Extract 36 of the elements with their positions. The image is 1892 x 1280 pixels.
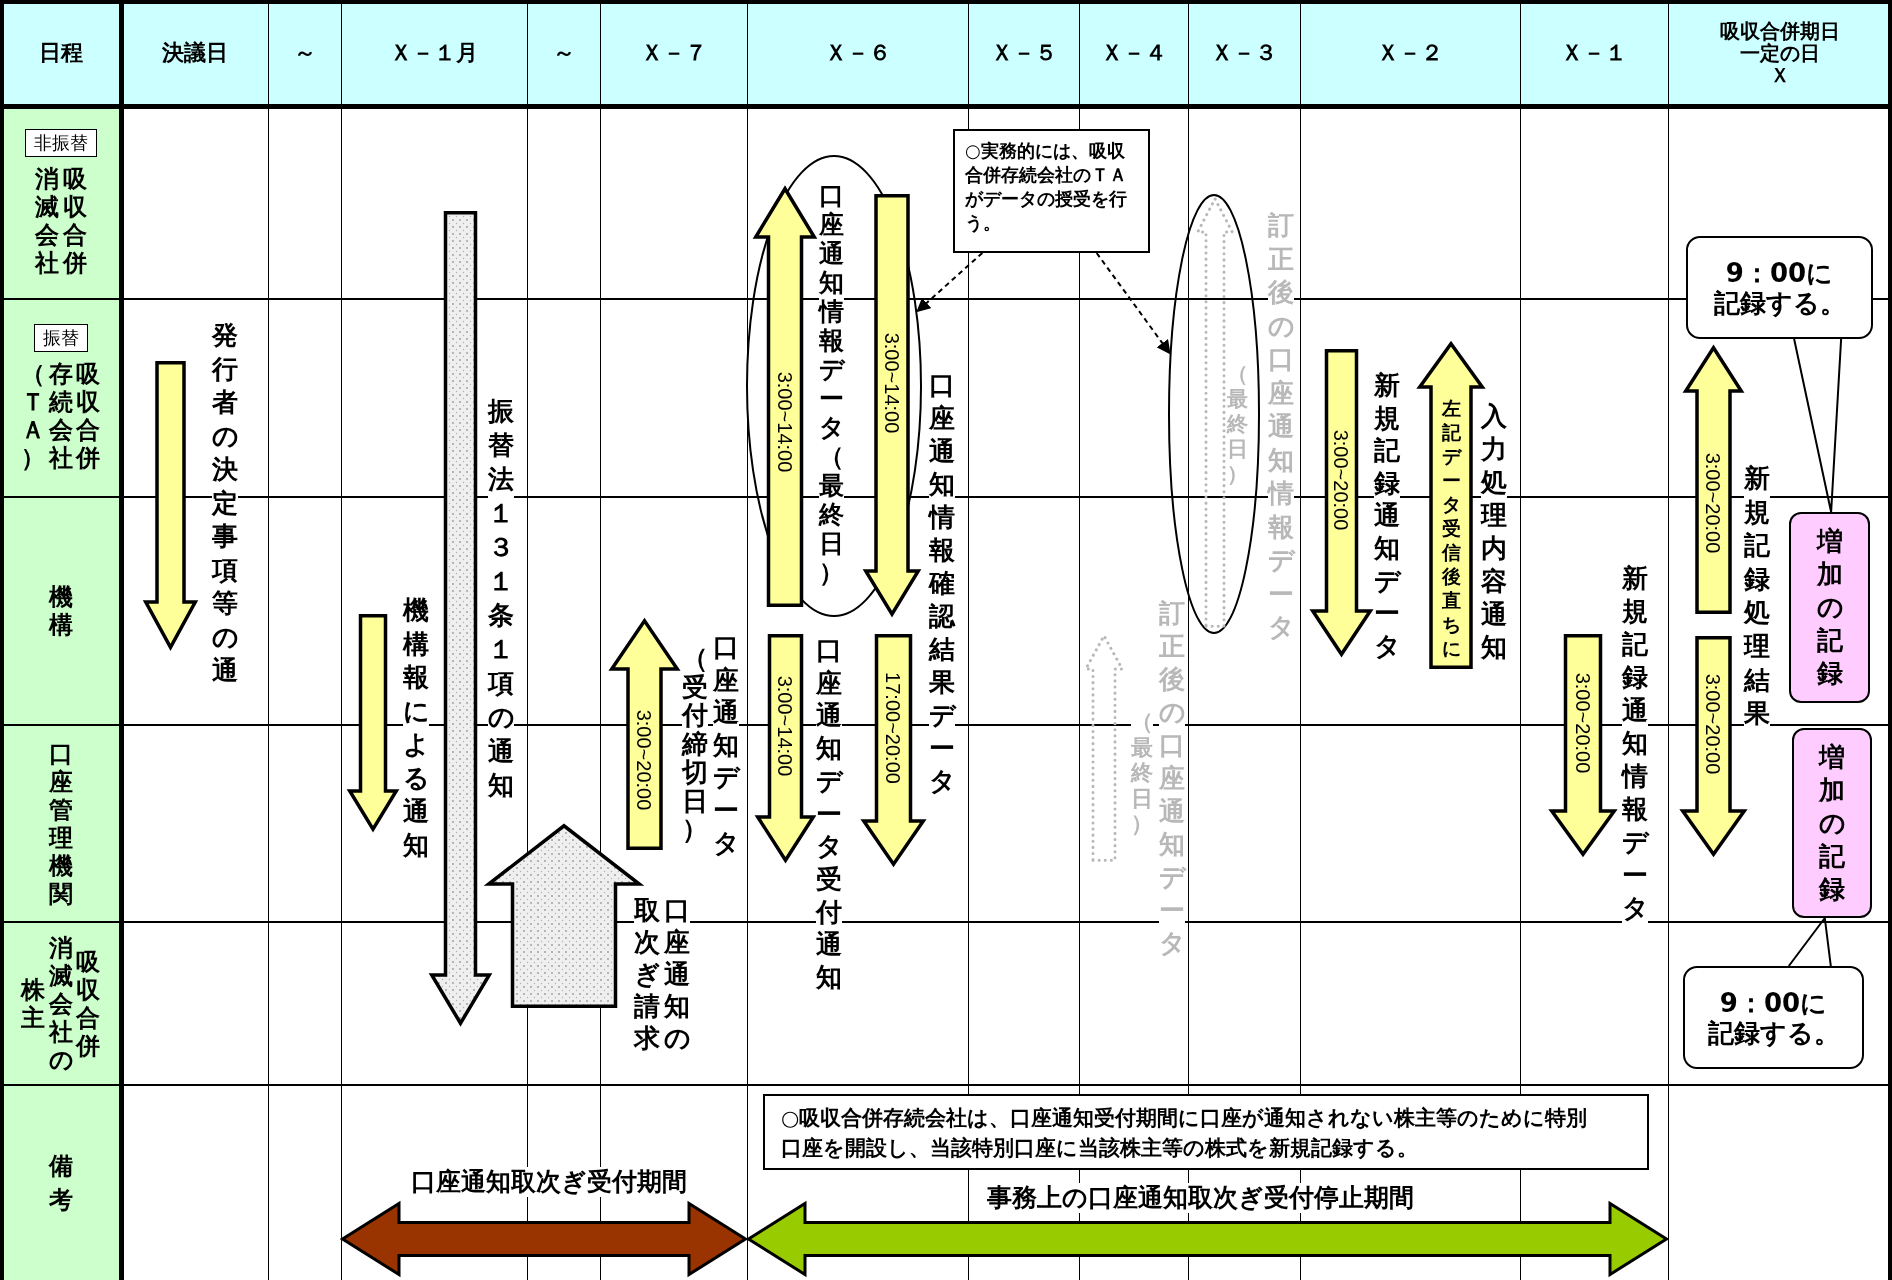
row-header-label: 吸収合併消滅会社: [34, 164, 87, 277]
arrow-caption: 訂正後の口座通知データ: [1159, 597, 1185, 960]
tag-label: 振替: [33, 324, 88, 352]
leader-line: [1095, 252, 1171, 355]
time-label: 17:00~20:00: [882, 671, 904, 784]
time-label: 3:00~14:00: [881, 332, 903, 433]
time-label: 3:00~20:00: [1330, 429, 1352, 531]
note-box: [763, 1094, 1649, 1170]
time-label: 3:00~20:00: [1702, 673, 1724, 774]
tag-label: 非振替: [24, 128, 97, 157]
callout-tail: [1793, 338, 1843, 513]
time-label: 3:00~20:00: [633, 709, 655, 810]
record-label: 増加の記録: [1819, 740, 1845, 906]
row-header-label: 口座管理機関: [48, 739, 73, 908]
note-text: ○吸収合併存続会社は、口座通知受付期間に口座が通知されない株主等のために特別口座を開設し、当該特別口座に当該株主等の株式を新規記録する。: [781, 1105, 1589, 1162]
callout-tail: [1787, 917, 1832, 967]
callout-bubble: [1683, 966, 1864, 1069]
time-label: 3:00~14:00: [774, 675, 796, 776]
record-label: 増加の記録: [1816, 525, 1843, 690]
leader-line: [916, 252, 984, 313]
note-text: ○実務的には、吸収合併存続会社のＴＡがデータの授受を行う。: [965, 139, 1128, 235]
arrow-caption: 新規記録通知データ: [1374, 369, 1400, 663]
time-label: 3:00~20:00: [1572, 672, 1594, 773]
time-label: 3:00~14:00: [774, 371, 796, 473]
note-box: [953, 129, 1150, 253]
record-box: [1789, 512, 1870, 703]
row-header-label: 吸収合併存続会社（ＴＡ）: [20, 360, 101, 472]
record-box: [1792, 728, 1872, 918]
callout-text: 9：00に記録する。: [1707, 987, 1840, 1048]
time-label: 3:00~20:00: [1702, 452, 1724, 553]
arrow-caption: 新規記録通知情報データ: [1622, 562, 1648, 925]
callout-text: 9：00に記録する。: [1713, 257, 1846, 318]
arrow-label: 左記データ受信後直ちに: [1441, 396, 1461, 660]
row-header-label: 機構: [48, 583, 73, 639]
callout-bubble: [1686, 236, 1873, 339]
row-header-label: 備考: [48, 1150, 73, 1216]
